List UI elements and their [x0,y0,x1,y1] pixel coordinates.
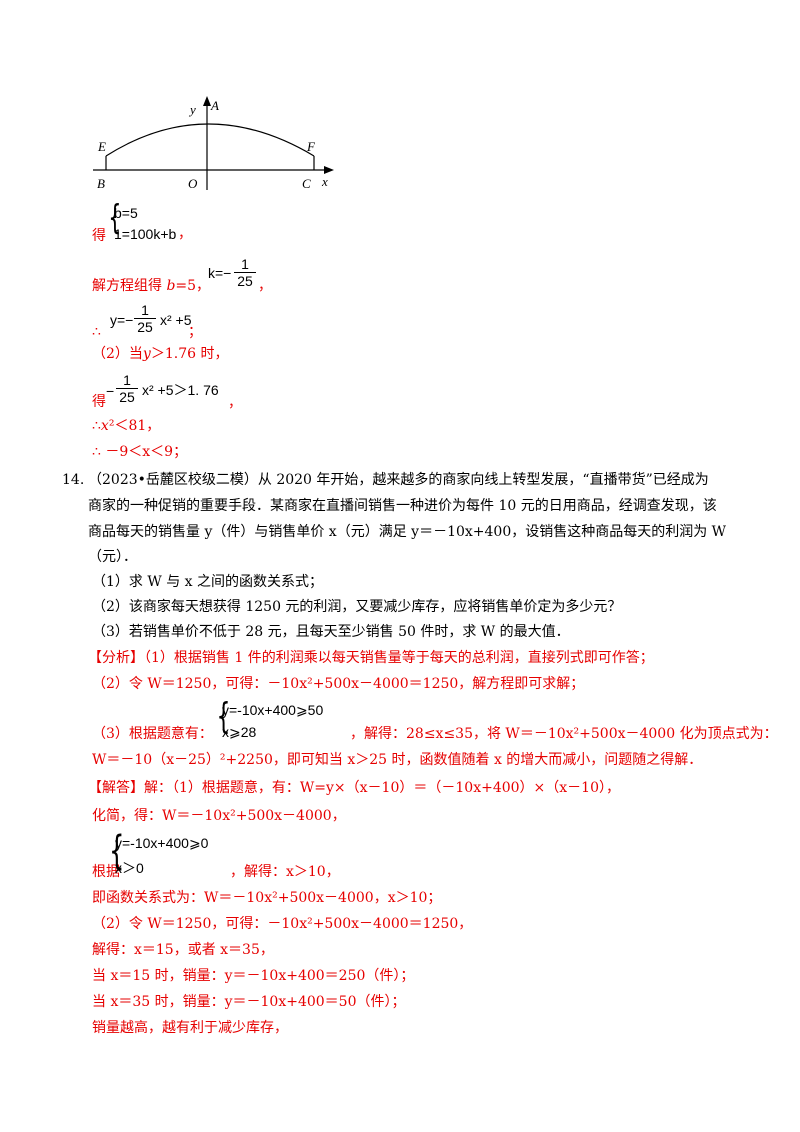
analysis-tag: 【分析】 [88,650,144,666]
q14-number: 14. [62,472,85,488]
sol13-semicolon: ； [188,324,202,340]
q14-sub2: （2）该商家每天想获得 1250 元的利润，又要减少库存，应将销售单价定为多少元… [92,599,622,615]
q14-line1: （2023•岳麓区校级二模）从 2020 年开始，越来越多的商家向线上转型发展，… [88,472,709,488]
analysis-brace: { [216,696,231,737]
answer-line5: （2）令 W＝1250，可得：－10x²+500x－4000＝1250， [92,916,473,932]
sys-b-eq: b=5 [114,205,138,221]
parabola-arc [105,123,315,157]
answer-line3-pre: 根据 [92,864,120,880]
range-line: ∴ －9＜x＜9； [92,444,188,460]
answer-line9: 销量越高，越有利于减少库存， [92,1020,288,1036]
y-post: x² +5 [160,312,192,328]
q14-sub1: （1）求 W 与 x 之间的函数关系式； [92,574,323,590]
answer-sys1: y=-10x+400⩾0 [115,835,209,851]
sol13-de: 得 [92,228,106,244]
k-pre: k=− [208,265,232,281]
label-f: F [306,139,316,154]
sol13-de2: 得 [92,394,106,410]
sol13-comma1: ， [178,226,192,242]
answer-line6: 解得：x＝15，或者 x＝35， [92,942,274,958]
therefore-1: ∴ [92,324,101,340]
y-pre: y=− [110,312,134,328]
system-brace: { [108,198,122,238]
analysis-sys1: y=-10x+400⩾50 [222,702,324,718]
label-o: O [188,176,198,191]
analysis-line4: W＝－10（x－25）²+2250，即可知当 x＞25 时，函数值随着 x 的增… [92,752,703,768]
label-y: y [188,102,196,117]
answer-line4: 即函数关系式为：W＝－10x²+500x－4000，x＞10； [92,890,442,906]
ineq-pre: − [106,383,115,399]
analysis-line3-pre: （3）根据题意有： [92,726,213,742]
answer-line1: 【解答】解：（1）根据题意，有：W=y×（x－10）＝（－10x+400）×（x… [88,780,620,796]
answer-line2: 化简，得：W＝－10x²+500x－4000， [92,808,346,824]
answer-line8: 当 x＝35 时，销量：y＝－10x+400＝50（件）； [92,994,406,1010]
x-axis-arrow [324,166,334,174]
answer-brace: { [109,828,125,874]
analysis-line3-post: ，解得：28≤x≤35，将 W＝－10x²+500x－4000 化为顶点式为： [350,726,778,742]
answer-line3-post: ，解得：x＞10， [230,864,340,880]
label-c: C [302,176,311,191]
answer-sys2: x＞0 [115,860,144,876]
answer-tag: 【解答】 [88,780,144,796]
label-b: B [97,176,105,191]
ineq-post: x² +5＞1. 76 [142,382,219,398]
solve-pre: 解方程组得 b=5， [92,278,211,294]
q14-line3: 商品每天的销售量 y（件）与销售单价 x（元）满足 y＝－10x+400，设销售… [88,524,727,540]
sol13-comma2: ， [258,278,272,294]
x2-line: ∴x²＜81， [92,418,161,434]
part2-cond: （2）当y＞1.76 时， [92,346,229,362]
analysis-sys2: x⩾28 [222,724,257,740]
sol13-comma3: ， [228,395,242,411]
y-axis-arrow [203,96,211,106]
label-a: A [210,98,219,113]
answer-line7: 当 x＝15 时，销量：y＝－10x+400＝250（件）； [92,968,415,984]
label-e: E [97,139,106,154]
parabola-figure: y A E F B O C x [93,96,334,191]
q14-line4: （元）． [88,549,137,565]
analysis-line2: （2）令 W＝1250，可得：－10x²+500x－4000＝1250，解方程即… [92,676,585,692]
sys-k-eq: 1=100k+b [114,226,177,242]
label-x: x [321,174,328,189]
q14-sub3: （3）若销售单价不低于 28 元，且每天至少销售 50 件时，求 W 的最大值． [92,624,570,640]
q14-line2: 商家的一种促销的重要手段．某商家在直播间销售一种进价为每件 10 元的日用商品，… [88,498,717,514]
analysis-line1: 【分析】（1）根据销售 1 件的利润乘以每天销售量等于每天的总利润，直接列式即可… [88,650,654,666]
